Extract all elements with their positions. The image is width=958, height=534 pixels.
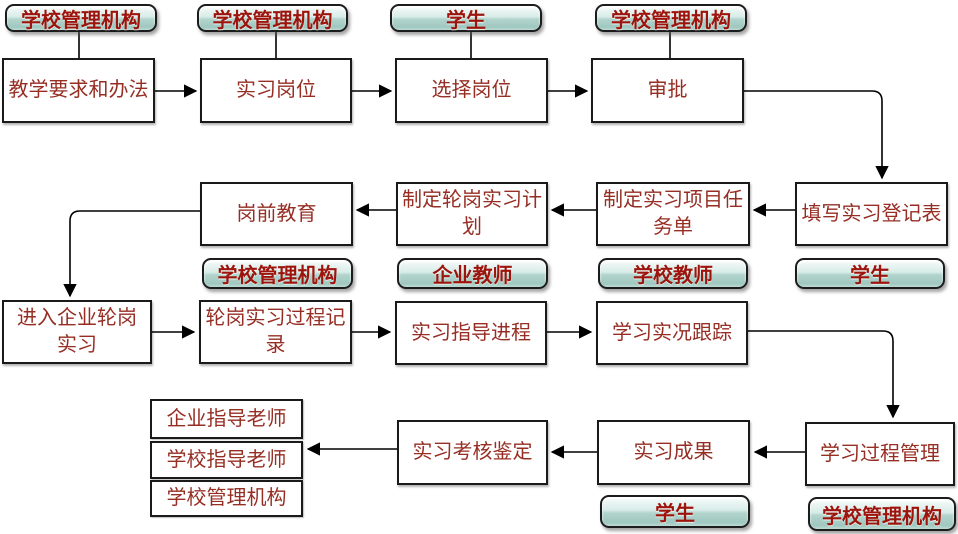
badge-school-teacher: 学校教师 xyxy=(598,258,748,289)
badge-school-admin-3: 学校管理机构 xyxy=(595,4,747,32)
node-school-admin-reviewer: 学校管理机构 xyxy=(150,480,303,517)
connector-preeducation-to-enter xyxy=(63,210,200,298)
node-pre-post-education: 岗前教育 xyxy=(200,182,353,246)
node-teaching-requirements: 教学要求和办法 xyxy=(2,58,155,123)
node-enter-enterprise-rotation: 进入企业轮岗实习 xyxy=(2,300,152,364)
connector-tracking-to-management xyxy=(748,330,900,419)
node-registration-form: 填写实习登记表 xyxy=(795,182,948,246)
node-school-tutor: 学校指导老师 xyxy=(150,441,303,479)
badge-school-admin-5: 学校管理机构 xyxy=(808,497,956,531)
node-rotation-plan: 制定轮岗实习计划 xyxy=(396,182,548,246)
node-approval: 审批 xyxy=(591,58,744,123)
badge-school-admin-2: 学校管理机构 xyxy=(197,4,348,32)
node-appraisal: 实习考核鉴定 xyxy=(397,420,548,485)
node-guidance-progress: 实习指导进程 xyxy=(395,301,547,365)
node-enterprise-tutor: 企业指导老师 xyxy=(150,399,303,439)
badge-student-1: 学生 xyxy=(390,4,542,32)
badge-student-2: 学生 xyxy=(795,258,945,289)
badge-enterprise-teacher: 企业教师 xyxy=(397,258,548,289)
node-learning-tracking: 学习实况跟踪 xyxy=(596,301,748,365)
node-project-task-list: 制定实习项目任务单 xyxy=(596,182,750,246)
node-choose-post: 选择岗位 xyxy=(395,58,548,123)
node-internship-results: 实习成果 xyxy=(597,420,750,485)
badge-school-admin-4: 学校管理机构 xyxy=(202,258,353,289)
connector-approve-to-register xyxy=(744,90,889,180)
node-process-management: 学习过程管理 xyxy=(805,422,955,486)
badge-school-admin-1: 学校管理机构 xyxy=(5,4,157,32)
node-internship-post: 实习岗位 xyxy=(200,58,352,123)
node-rotation-process-record: 轮岗实习过程记录 xyxy=(199,300,352,364)
badge-student-3: 学生 xyxy=(600,495,750,528)
